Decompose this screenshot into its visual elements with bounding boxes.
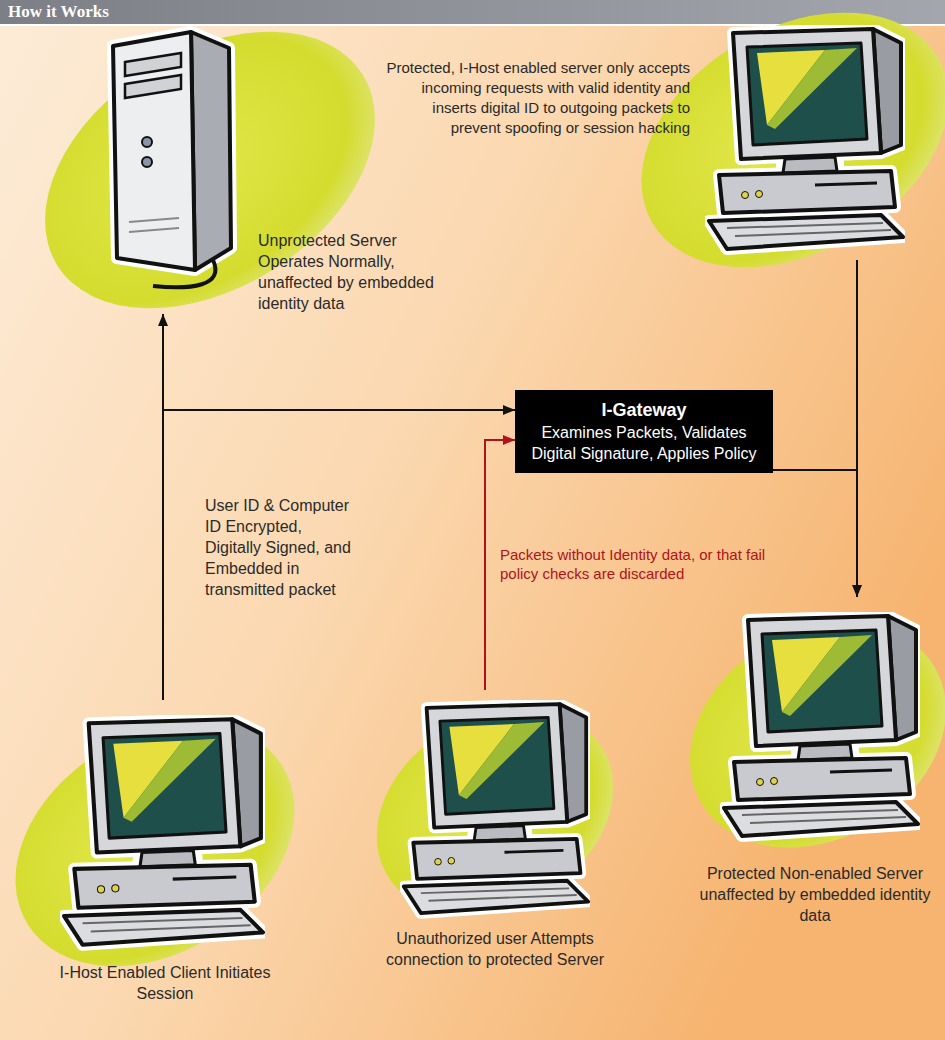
connector-label: User ID & Computer ID Encrypted, Digital… (205, 495, 355, 600)
backdrop-blob (649, 577, 945, 892)
box-text: I-Host Enabled Client Initiates Session (40, 962, 290, 1004)
backdrop-blob (0, 0, 425, 365)
box-heading: I-Gateway (525, 398, 763, 422)
client-caption: Unauthorized user Attempts connection to… (385, 690, 605, 980)
gateway-box: I-GatewayExamines Packets, Validates Dig… (515, 390, 773, 473)
box-text: Examines Packets, Validates Digital Sign… (525, 422, 763, 464)
connector-arrow (163, 410, 515, 700)
server-caption: Unprotected Server Operates Normally, un… (95, 20, 250, 314)
server-caption: Protected, I-Host enabled server only ac… (385, 20, 695, 260)
box-text: Unprotected Server Operates Normally, un… (258, 230, 448, 314)
connector-arrow (773, 260, 857, 470)
box-text: Unauthorized user Attempts connection to… (385, 928, 605, 970)
computer-icon (709, 29, 903, 249)
computer-icon (64, 719, 263, 945)
computer-icon (404, 704, 588, 913)
client-caption: I-Host Enabled Client Initiates Session (40, 700, 290, 1004)
box-text: Protected, I-Host enabled server only ac… (385, 58, 690, 138)
backdrop-blob (0, 674, 339, 1016)
connector-label: Packets without Identity data, or that f… (500, 545, 775, 583)
backdrop-blob (596, 0, 945, 319)
computer-icon (724, 616, 918, 836)
backdrop-blob (339, 667, 651, 957)
server-caption: Protected Non-enabled Server unaffected … (695, 597, 935, 926)
connector-arrow (773, 470, 857, 597)
tower-server-icon (113, 32, 231, 287)
box-text: Protected Non-enabled Server unaffected … (695, 863, 935, 926)
